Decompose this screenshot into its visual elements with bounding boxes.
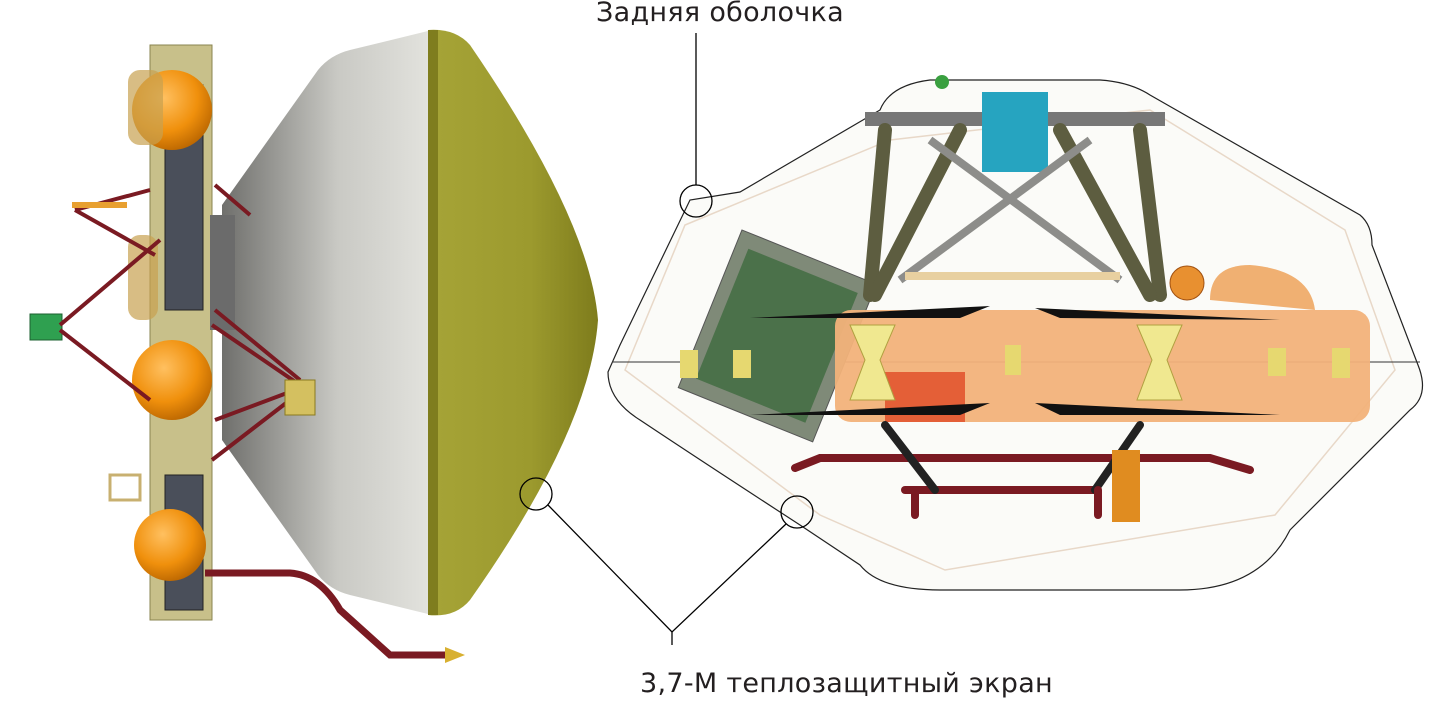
callout-circle-heat-shield-right [780, 495, 814, 529]
wheel-strut [1136, 324, 1183, 401]
heat-shield-label: 3,7-М теплозащитный экран [640, 668, 1054, 699]
propellant-tank [134, 509, 206, 581]
propellant-tank [132, 340, 212, 420]
callout-circle-heat-shield-left [519, 477, 553, 511]
parachute-canister [982, 92, 1048, 172]
cutaway-view-descent-stage [607, 75, 1424, 591]
heat-shield-dome [428, 29, 598, 616]
back-shell-cone [222, 30, 432, 615]
callout-line-heat-shield [547, 504, 787, 633]
wheel-strut [849, 324, 896, 401]
umbilical-cable [205, 569, 445, 659]
descent-stage-body [835, 310, 1370, 422]
side-view-aeroshell [29, 29, 598, 663]
callout-circle-back-shell [679, 184, 713, 218]
back-shell-label: Задняя оболочка [596, 0, 845, 28]
callouts [519, 33, 814, 645]
